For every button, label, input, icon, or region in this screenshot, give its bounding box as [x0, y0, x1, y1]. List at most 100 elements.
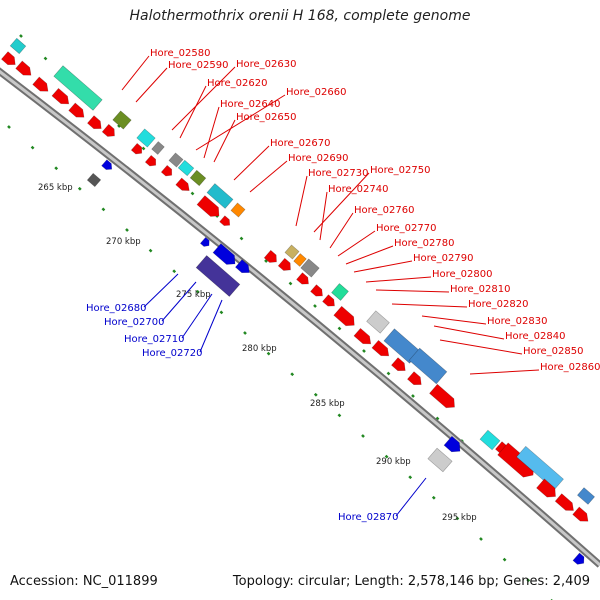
gene-feature [429, 383, 455, 409]
gene-label-forward: Hore_02760 [354, 205, 415, 216]
gene-feature [479, 429, 501, 451]
leader-line [195, 94, 286, 151]
gene-feature [168, 152, 184, 168]
tick-mark [125, 228, 129, 232]
accession-text: Accession: NC_011899 [10, 574, 158, 589]
scale-label: 275 kbp [176, 290, 211, 300]
gene-feature [331, 283, 349, 301]
tick-mark [526, 578, 531, 583]
gene-feature [101, 123, 115, 137]
tick-mark [337, 413, 342, 418]
tick-mark [411, 394, 415, 398]
gene-feature [112, 110, 132, 130]
gene-label-forward: Hore_02670 [270, 138, 331, 149]
gene-label-forward: Hore_02750 [370, 165, 431, 176]
leader-line [433, 325, 505, 340]
tick-mark [384, 454, 389, 459]
tick-mark [362, 349, 366, 353]
gene-feature [199, 236, 210, 247]
gene-feature [333, 305, 355, 327]
gene-label-forward: Hore_02820 [468, 299, 529, 310]
gene-feature [284, 244, 300, 260]
gene-feature [407, 371, 422, 385]
gene-feature [189, 169, 207, 187]
gene-label-forward: Hore_02860 [540, 362, 600, 373]
gene-label-forward: Hore_02840 [505, 331, 566, 342]
tick-mark [54, 166, 59, 171]
gene-label-forward: Hore_02740 [328, 184, 389, 195]
leader-line [233, 145, 270, 181]
gene-feature [136, 128, 156, 148]
tick-mark [219, 310, 224, 315]
gene-feature [195, 255, 241, 297]
gene-label-forward: Hore_02730 [308, 168, 369, 179]
gene-label-forward: Hore_02850 [523, 346, 584, 357]
tick-mark [43, 56, 48, 61]
tick-mark [313, 392, 318, 397]
gene-feature [293, 253, 307, 267]
gene-feature [196, 195, 220, 217]
gene-feature [310, 284, 323, 297]
tick-mark [313, 304, 317, 308]
leader-line [135, 67, 168, 103]
gene-label-forward: Hore_02790 [413, 253, 474, 264]
tick-mark [386, 371, 391, 376]
leader-line [469, 369, 540, 375]
gene-feature [572, 552, 585, 565]
gene-feature [160, 164, 173, 177]
tick-mark [101, 207, 106, 212]
gene-feature [577, 487, 595, 505]
gene-feature [86, 172, 102, 188]
scale-label: 270 kbp [106, 237, 141, 247]
scale-label: 265 kbp [38, 183, 73, 193]
gene-feature [151, 141, 165, 155]
gene-feature [263, 249, 277, 263]
gene-label-forward: Hore_02620 [207, 78, 268, 89]
gene-feature [554, 493, 574, 511]
gene-feature [212, 243, 236, 265]
gene-feature [572, 506, 589, 522]
gene-label-forward: Hore_02580 [150, 48, 211, 59]
gene-label-reverse: Hore_02870 [338, 512, 399, 523]
gene-label-forward: Hore_02830 [487, 316, 548, 327]
gene-feature [87, 115, 102, 129]
gene-feature [235, 259, 250, 273]
tick-mark [190, 191, 195, 196]
gene-feature [1, 51, 16, 65]
leader-line [143, 273, 179, 308]
gene-features [1, 37, 595, 565]
leader-line [199, 299, 223, 353]
genome-title: Halothermothrix orenii H 168, complete g… [129, 8, 471, 24]
tick-mark [408, 475, 413, 480]
gene-feature [322, 294, 335, 307]
tick-mark [117, 124, 121, 128]
tick-mark [502, 557, 507, 562]
gene-feature [51, 87, 70, 105]
gene-feature [300, 258, 320, 278]
leader-line [421, 315, 487, 325]
leader-line [213, 119, 236, 163]
tick-row-inner [7, 125, 553, 600]
scale-label: 285 kbp [310, 399, 345, 409]
tick-mark [141, 146, 146, 151]
leader-line [329, 212, 354, 249]
gene-feature [68, 102, 85, 118]
leader-line [121, 55, 150, 91]
tick-mark [172, 269, 177, 274]
gene-label-reverse: Hore_02710 [124, 334, 185, 345]
gene-label-forward: Hore_02800 [432, 269, 493, 280]
tick-mark [7, 125, 11, 129]
tick-mark [266, 351, 271, 356]
leader-line [179, 85, 207, 139]
gene-feature [219, 215, 231, 226]
tick-mark [148, 248, 153, 253]
tick-mark [239, 236, 244, 241]
gene-label-forward: Hore_02640 [220, 99, 281, 110]
gene-feature [371, 339, 390, 357]
gene-label-reverse: Hore_02720 [142, 348, 203, 359]
gene-label-forward: Hore_02630 [236, 59, 297, 70]
tick-mark [288, 281, 293, 286]
gene-feature [130, 142, 143, 155]
